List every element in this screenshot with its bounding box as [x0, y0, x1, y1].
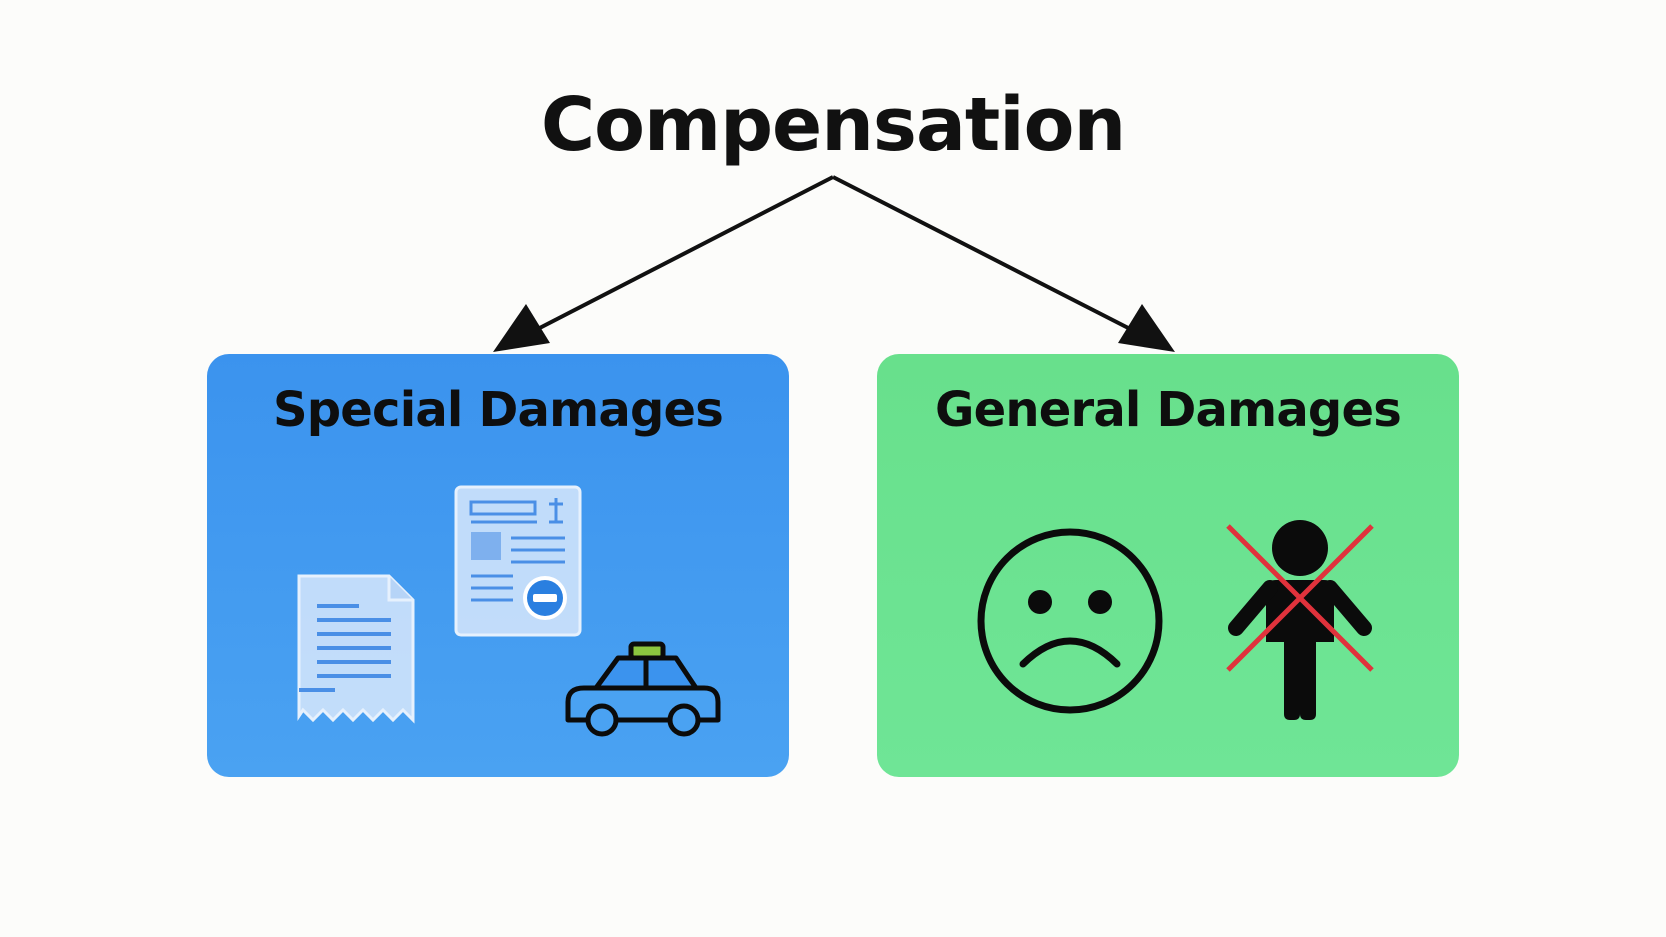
general-damages-box: General Damages [877, 354, 1459, 777]
diagram-title: Compensation [540, 82, 1126, 168]
receipt-icon [297, 574, 415, 724]
car-icon [565, 641, 721, 737]
bill-document-icon [454, 485, 582, 637]
arrow-left [493, 175, 834, 352]
arrow-right [832, 175, 1175, 352]
general-damages-title: General Damages [934, 382, 1402, 438]
special-damages-title: Special Damages [272, 382, 724, 438]
crossed-out-person-icon [1226, 520, 1374, 720]
sad-face-icon [977, 528, 1163, 714]
special-damages-box: Special Damages [207, 354, 789, 777]
